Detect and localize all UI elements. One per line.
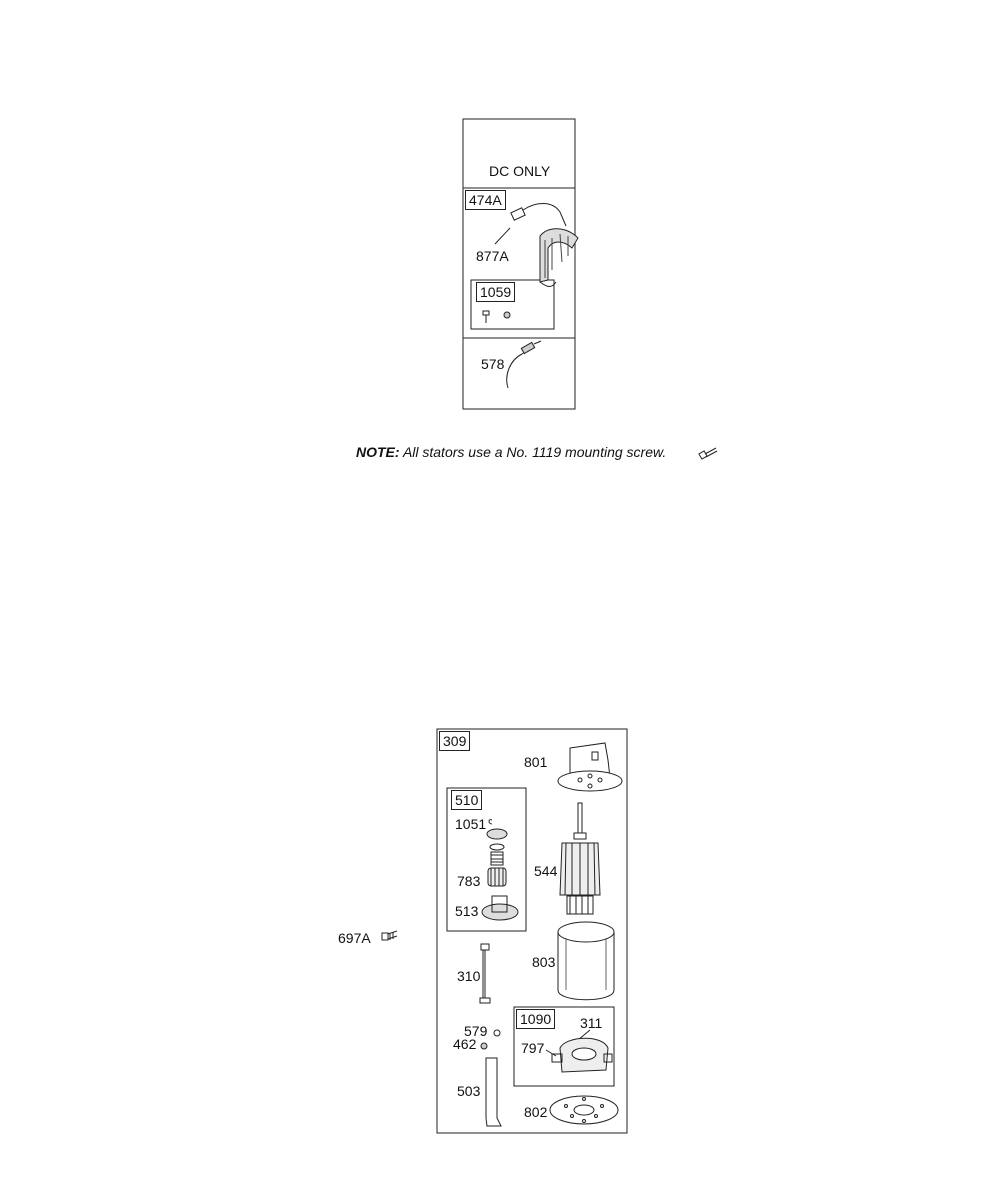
stator-header: DC ONLY bbox=[489, 163, 551, 179]
washer-label: 579 bbox=[464, 1023, 488, 1039]
washer-illustration bbox=[493, 1029, 501, 1037]
clip-label: 1051 bbox=[455, 816, 487, 832]
stator-illustration bbox=[510, 203, 579, 287]
note-prefix: NOTE: bbox=[356, 444, 400, 460]
drive-kit-label: 510 bbox=[451, 790, 483, 810]
brush-holder-illustration bbox=[545, 1029, 613, 1073]
nut-illustration bbox=[480, 1042, 488, 1050]
bracket-illustration bbox=[557, 742, 623, 792]
brush-kit-box bbox=[513, 1006, 615, 1087]
side-screw-label: 697A bbox=[338, 930, 371, 946]
end-cap-label: 802 bbox=[524, 1104, 548, 1120]
hardware-kit-illustration bbox=[482, 310, 511, 323]
nut-label: 462 bbox=[453, 1036, 477, 1052]
end-cap-illustration bbox=[549, 1095, 619, 1125]
housing-label: 803 bbox=[532, 954, 556, 970]
hardware-kit-label: 1059 bbox=[476, 282, 516, 302]
drive-kit-illustration bbox=[481, 819, 519, 921]
pinion-label: 783 bbox=[457, 873, 481, 889]
housing-illustration bbox=[557, 921, 615, 1001]
hardware-kit-box bbox=[470, 279, 555, 330]
strap-illustration bbox=[485, 1057, 502, 1127]
note-text: All stators use a No. 1119 mounting scre… bbox=[402, 444, 667, 460]
armature-label: 544 bbox=[534, 863, 558, 879]
stator-kit-label: 474A bbox=[465, 190, 506, 210]
brush-kit-label: 1090 bbox=[516, 1009, 556, 1029]
wire-leader-line bbox=[494, 227, 511, 245]
drive-kit-box bbox=[446, 787, 527, 932]
harness-label: 578 bbox=[481, 356, 505, 372]
brush-holder-label: 311 bbox=[580, 1015, 603, 1031]
drive-base-label: 513 bbox=[455, 903, 479, 919]
stator-note: NOTE: All stators use a No. 1119 mountin… bbox=[356, 444, 666, 460]
starter-panel-frame bbox=[436, 728, 628, 1134]
bracket-label: 801 bbox=[524, 754, 548, 770]
harness-illustration bbox=[506, 340, 542, 389]
wire-label: 877A bbox=[476, 248, 509, 264]
strap-label: 503 bbox=[457, 1083, 481, 1099]
stator-panel-frame bbox=[462, 118, 576, 410]
thru-bolt-illustration bbox=[479, 943, 491, 1004]
starter-assembly-label: 309 bbox=[439, 731, 471, 751]
note-screw-icon bbox=[698, 447, 718, 460]
bolt-label: 310 bbox=[457, 968, 481, 984]
brush-label: 797 bbox=[521, 1040, 545, 1056]
armature-illustration bbox=[559, 802, 601, 915]
side-screw-icon bbox=[381, 930, 398, 941]
